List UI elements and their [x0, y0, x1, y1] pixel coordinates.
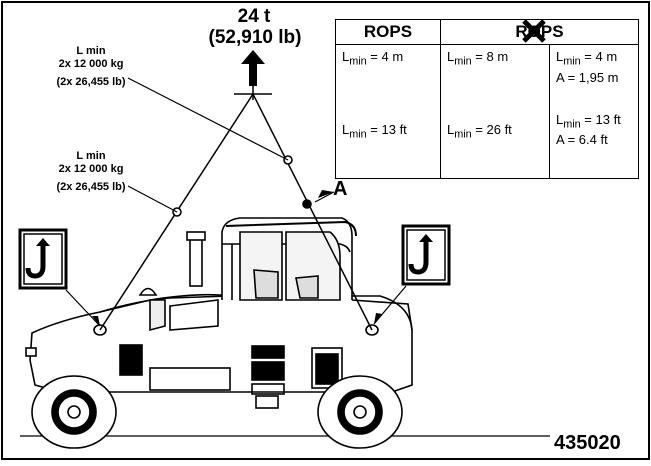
no-rops-short-lmin-metric: Lmin = 4 m: [556, 49, 618, 68]
rops-cell: Lmin = 4 m Lmin = 13 ft: [335, 44, 441, 179]
sling-lower-capacity-lb: (2x 26,455 lb): [56, 181, 126, 193]
sling-upper-capacity-lb: (2x 26,455 lb): [56, 76, 126, 88]
cross-out-icon: [522, 19, 547, 43]
sling-upper-capacity: 2x 12 000 kg: [58, 58, 124, 70]
load-weight-metric: 24 t: [237, 6, 271, 27]
lift-arrow: [241, 50, 265, 86]
sling-label-upper: L min 2x 12 000 kg (2x 26,455 lb): [26, 45, 156, 89]
front-wheel: [31, 375, 117, 449]
no-rops-short-lmin-imperial: Lmin = 13 ft: [556, 111, 621, 131]
figure-number: 435020: [554, 432, 621, 454]
no-rops-short-cell: Lmin = 4 m A = 1,95 m Lmin = 13 ft A = 6…: [549, 44, 639, 179]
load-weight-imperial: (52,910 lb): [208, 27, 302, 48]
sling-lower-lmin: L min: [76, 150, 106, 162]
reference-label-a: A: [333, 178, 348, 200]
no-rops-long-lmin-metric: Lmin = 8 m: [447, 49, 509, 68]
hook-icon-front: [18, 228, 68, 290]
rops-header: ROPS: [335, 19, 441, 45]
no-rops-header: ROPS: [440, 19, 639, 45]
leader-lines: [65, 77, 407, 327]
no-rops-long-lmin-imperial: Lmin = 26 ft: [447, 121, 512, 141]
sling-label-lower: L min 2x 12 000 kg (2x 26,455 lb): [26, 150, 156, 194]
rops-table: ROPS ROPS Lmin = 4 m Lmin = 13 ft Lmin =…: [335, 19, 639, 179]
roller-machine: [25, 217, 413, 409]
hook-icon-rear: [401, 224, 451, 286]
no-rops-short-a-metric: A = 1,95 m: [556, 69, 619, 85]
no-rops-short-a-imperial: A = 6.4 ft: [556, 132, 608, 148]
sling-upper-lmin: L min: [76, 45, 106, 57]
ref-a-arrowhead: [318, 190, 334, 198]
rops-lmin-imperial: Lmin = 13 ft: [342, 121, 407, 141]
no-rops-header-label: ROPS: [515, 19, 564, 43]
rops-lmin-metric: Lmin = 4 m: [342, 49, 404, 68]
sling-lower-capacity: 2x 12 000 kg: [58, 163, 124, 175]
no-rops-long-cell: Lmin = 8 m Lmin = 26 ft: [440, 44, 550, 179]
rear-wheel: [317, 375, 403, 449]
